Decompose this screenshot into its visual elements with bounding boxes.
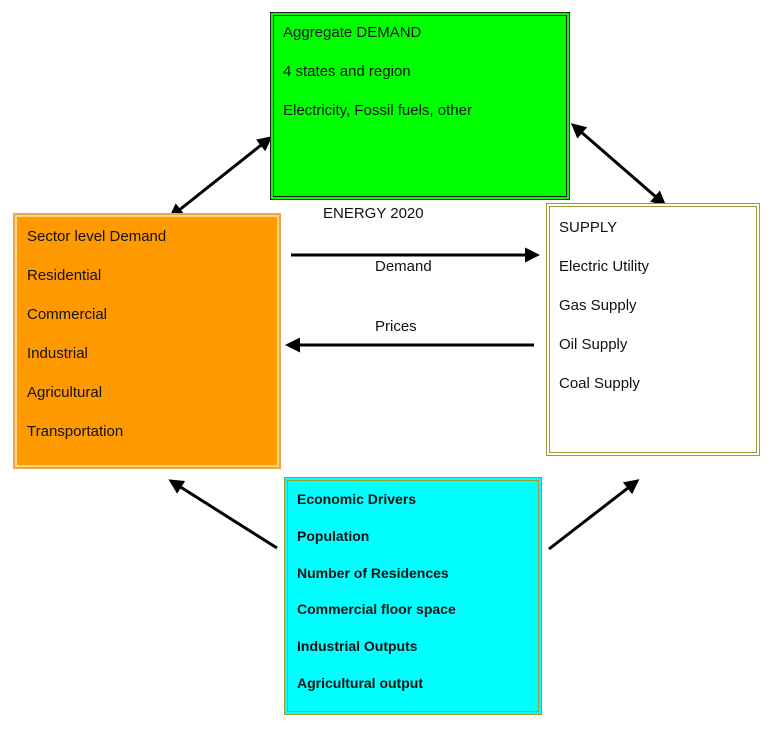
aggregate-demand-box: Aggregate DEMAND 4 states and region Ele… bbox=[270, 12, 570, 200]
supply-line-4: Coal Supply bbox=[559, 375, 640, 392]
sector-line-3: Industrial bbox=[27, 345, 88, 362]
sector-line-4: Agricultural bbox=[27, 384, 103, 401]
aggregate-line-1: 4 states and region bbox=[283, 63, 411, 80]
center-title: ENERGY 2020 bbox=[323, 205, 424, 222]
supply-line-0: SUPPLY bbox=[559, 219, 618, 236]
drivers-line-1: Population bbox=[297, 528, 370, 544]
sector-demand-box: Sector level Demand Residential Commerci… bbox=[14, 214, 280, 468]
prices-label: Prices bbox=[375, 318, 417, 335]
drivers-line-3: Commercial floor space bbox=[297, 601, 456, 617]
aggregate-supply-arrow bbox=[570, 123, 667, 206]
supply-line-2: Gas Supply bbox=[559, 297, 637, 314]
sector-line-5: Transportation bbox=[27, 423, 124, 440]
drivers-supply-arrow bbox=[548, 479, 640, 551]
drivers-line-4: Industrial Outputs bbox=[297, 638, 418, 654]
sector-line-2: Commercial bbox=[27, 306, 108, 323]
sector-line-1: Residential bbox=[27, 267, 102, 284]
sector-aggregate-arrow bbox=[168, 136, 273, 219]
demand-label: Demand bbox=[375, 258, 432, 275]
drivers-sector-arrow bbox=[168, 479, 278, 550]
economic-drivers-box: Economic Drivers Population Number of Re… bbox=[284, 477, 542, 715]
supply-box: SUPPLY Electric Utility Gas Supply Oil S… bbox=[546, 203, 760, 456]
aggregate-line-2: Electricity, Fossil fuels, other bbox=[283, 102, 472, 119]
supply-line-1: Electric Utility bbox=[559, 258, 650, 275]
drivers-line-2: Number of Residences bbox=[297, 565, 449, 581]
sector-line-0: Sector level Demand bbox=[27, 228, 167, 245]
drivers-line-0: Economic Drivers bbox=[297, 491, 417, 507]
drivers-line-5: Agricultural output bbox=[297, 675, 423, 691]
supply-line-3: Oil Supply bbox=[559, 336, 628, 353]
aggregate-line-0: Aggregate DEMAND bbox=[283, 24, 422, 41]
